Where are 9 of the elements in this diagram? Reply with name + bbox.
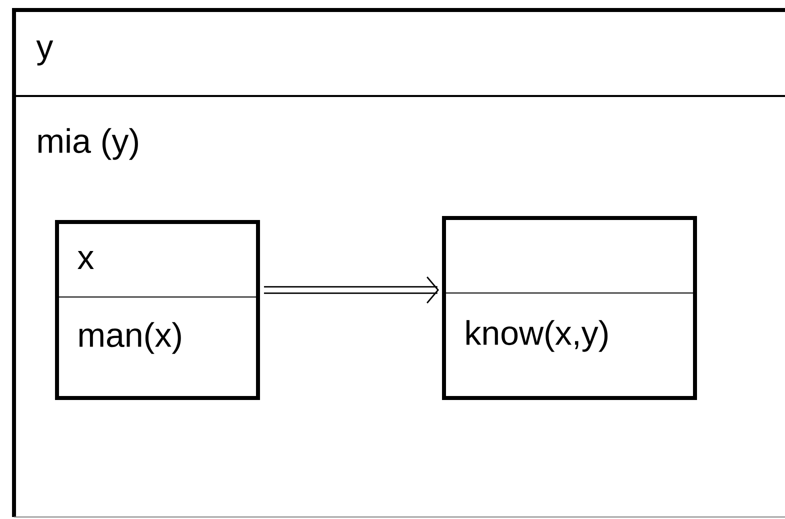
implication-arrow: [264, 276, 439, 304]
drs-box: [12, 8, 785, 518]
inner-drs-box: [442, 216, 697, 400]
drs-text: y: [36, 40, 54, 66]
drs-text: know(x,y): [466, 320, 608, 352]
drs-text: x: [78, 251, 94, 269]
inner-drs-box: [55, 220, 260, 400]
drs-text: man(x): [79, 322, 181, 354]
drs-text: mia (y): [38, 128, 138, 160]
